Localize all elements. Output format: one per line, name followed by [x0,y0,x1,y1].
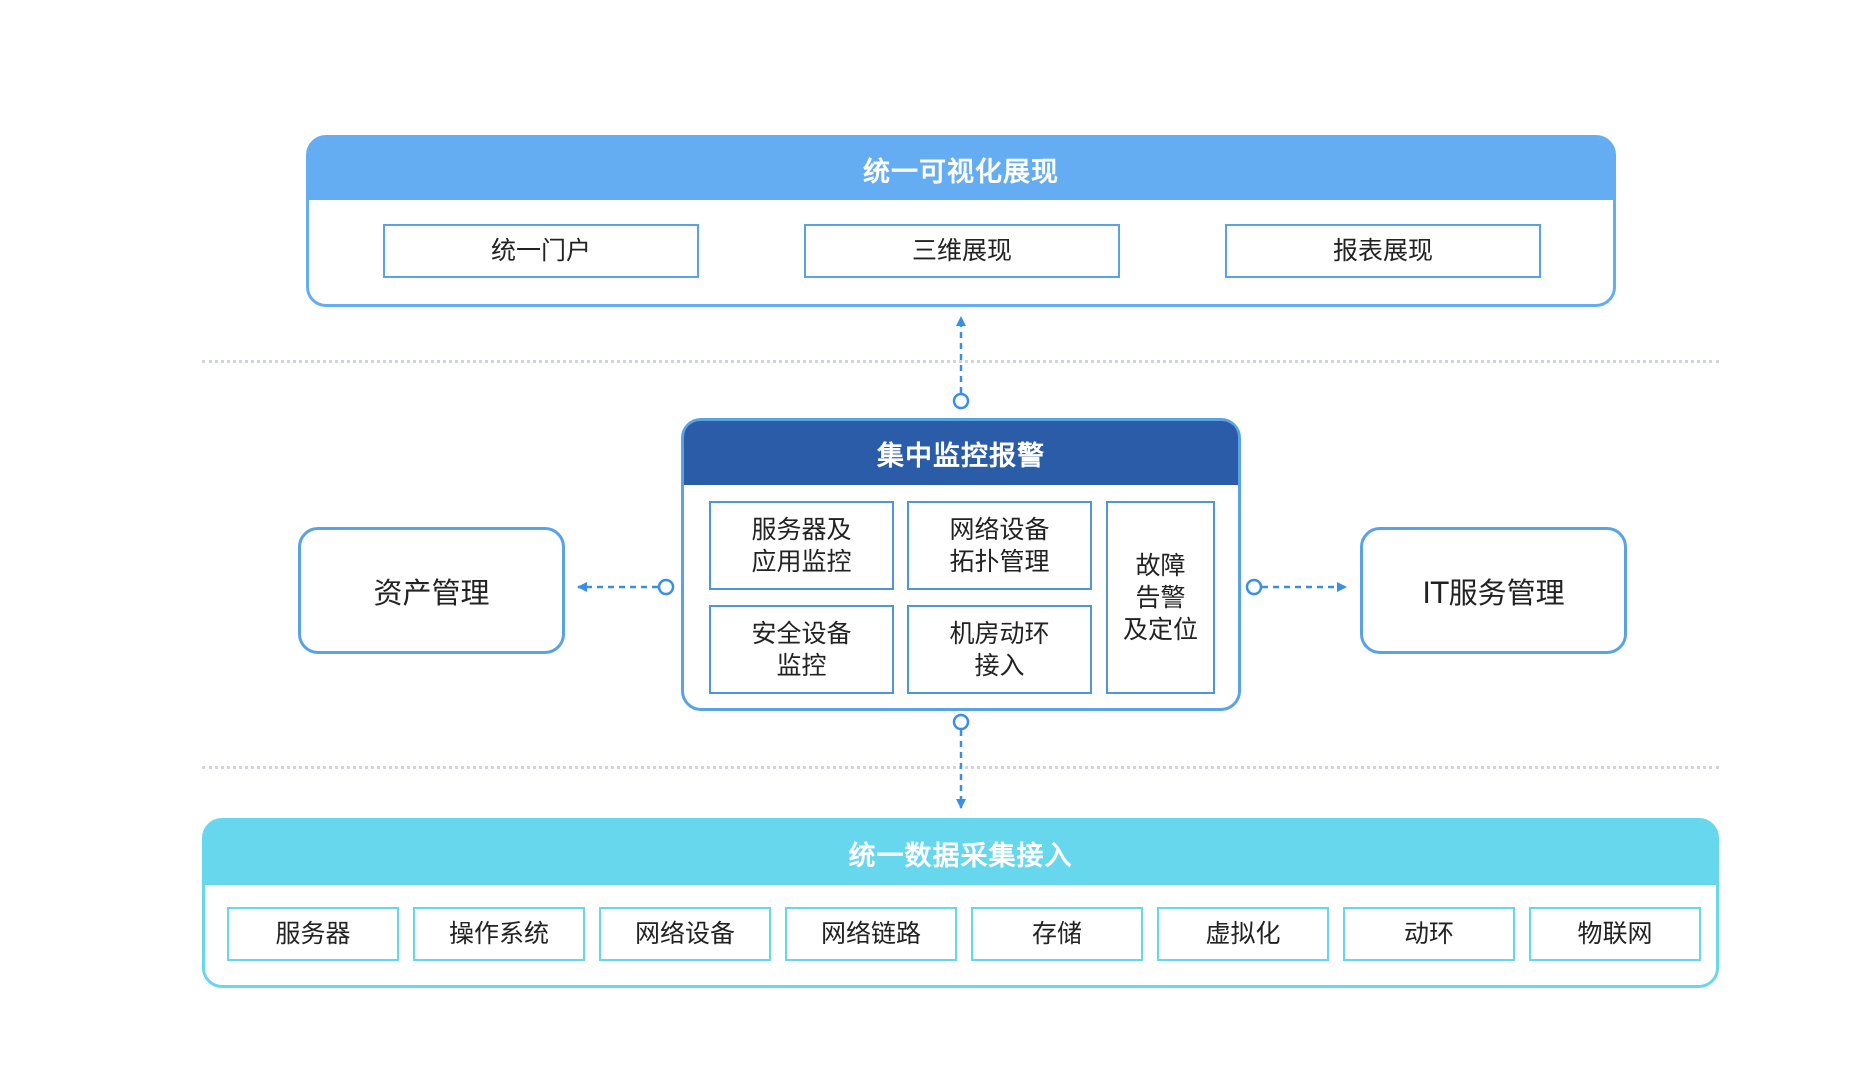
mid-cell-line: 拓扑管理 [949,546,1050,576]
top-item-report-view[interactable]: 报表展现 [1225,224,1541,278]
data-collection-panel: 统一数据采集接入 服务器 操作系统 网络设备 网络链路 存储 虚拟化 动环 物联… [202,818,1719,988]
bottom-item-storage[interactable]: 存储 [971,907,1143,961]
visualization-panel: 统一可视化展现 统一门户 三维展现 报表展现 [306,135,1616,307]
mid-cell-line: 网络设备 [949,514,1050,544]
monitoring-panel-title: 集中监控报警 [684,421,1238,485]
connector-to-top [952,316,970,410]
mid-cell-line: 机房动环 [949,618,1050,648]
mid-cell-line: 接入 [974,650,1025,680]
mid-cell-datacenter-env[interactable]: 机房动环 接入 [907,605,1092,694]
monitoring-panel: 集中监控报警 服务器及 应用监控 网络设备 拓扑管理 安全设备 监控 机房动环 … [681,418,1241,711]
connector-to-it-service [1245,578,1347,596]
data-collection-panel-title: 统一数据采集接入 [205,821,1716,885]
bottom-item-env[interactable]: 动环 [1343,907,1515,961]
connector-to-asset [577,578,675,596]
bottom-item-network-link[interactable]: 网络链路 [785,907,957,961]
mid-cell-line: 安全设备 [751,618,852,648]
mid-cell-security-monitor[interactable]: 安全设备 监控 [709,605,894,694]
mid-cell-line: 服务器及 [751,514,852,544]
mid-cell-fault-alarm[interactable]: 故障 告警 及定位 [1106,501,1215,694]
mid-cell-line: 故障 [1135,550,1186,580]
mid-cell-line: 及定位 [1122,614,1198,644]
mid-cell-line: 告警 [1135,582,1186,612]
bottom-item-network-device[interactable]: 网络设备 [599,907,771,961]
connector-to-bottom [952,713,970,809]
top-item-3d-view[interactable]: 三维展现 [804,224,1120,278]
asset-management-box[interactable]: 资产管理 [298,527,565,654]
mid-cell-server-app-monitor[interactable]: 服务器及 应用监控 [709,501,894,590]
bottom-item-iot[interactable]: 物联网 [1529,907,1701,961]
bottom-item-server[interactable]: 服务器 [227,907,399,961]
mid-cell-line: 监控 [776,650,827,680]
it-service-management-box[interactable]: IT服务管理 [1360,527,1627,654]
top-item-portal[interactable]: 统一门户 [383,224,699,278]
bottom-item-virtualization[interactable]: 虚拟化 [1157,907,1329,961]
visualization-panel-title: 统一可视化展现 [309,138,1613,200]
bottom-item-os[interactable]: 操作系统 [413,907,585,961]
mid-cell-line: 应用监控 [751,546,852,576]
upper-divider [202,360,1719,363]
mid-cell-network-topology[interactable]: 网络设备 拓扑管理 [907,501,1092,590]
